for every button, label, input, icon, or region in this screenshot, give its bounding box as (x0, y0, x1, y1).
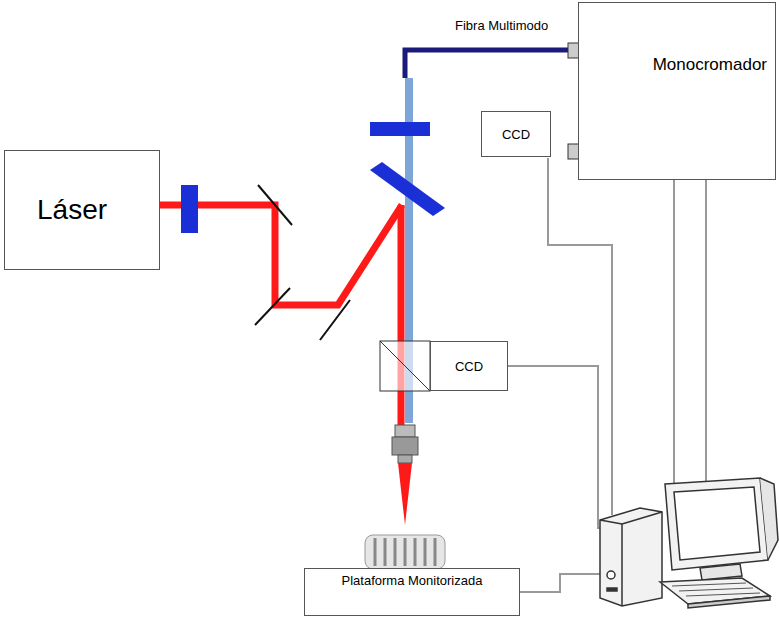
mirrors (255, 185, 350, 340)
keyboard-keys (672, 583, 760, 596)
laser-filter (181, 185, 198, 233)
objective-tip (398, 455, 412, 463)
sample-holder (365, 535, 445, 569)
monochromator-box: Monocromador (578, 2, 776, 180)
sample-ribs (375, 538, 435, 566)
dichroic-mirror (370, 162, 445, 216)
ccd-box: CCD (481, 111, 551, 157)
focused-beam (398, 463, 412, 525)
beam-splitter-diagonal (380, 341, 430, 391)
node-label: CCD (502, 127, 530, 142)
laser-box: Láser (4, 150, 160, 270)
notch-filter (370, 122, 430, 136)
multimode-fiber (405, 50, 568, 78)
node-label: Plataforma Monitorizada (342, 573, 483, 588)
beam-splitter (380, 341, 430, 391)
part-label: Fibra Multimodo (455, 18, 548, 33)
ccd-box: CCD (430, 341, 508, 391)
laser-beam (160, 205, 402, 425)
node-label: Láser (37, 194, 107, 226)
computer-icon (600, 478, 778, 608)
objective-top (395, 425, 415, 437)
node-label: CCD (455, 359, 483, 374)
stage-box: Plataforma Monitorizada (304, 568, 520, 616)
objective-body (392, 437, 418, 455)
node-label: Monocromador (653, 55, 767, 75)
